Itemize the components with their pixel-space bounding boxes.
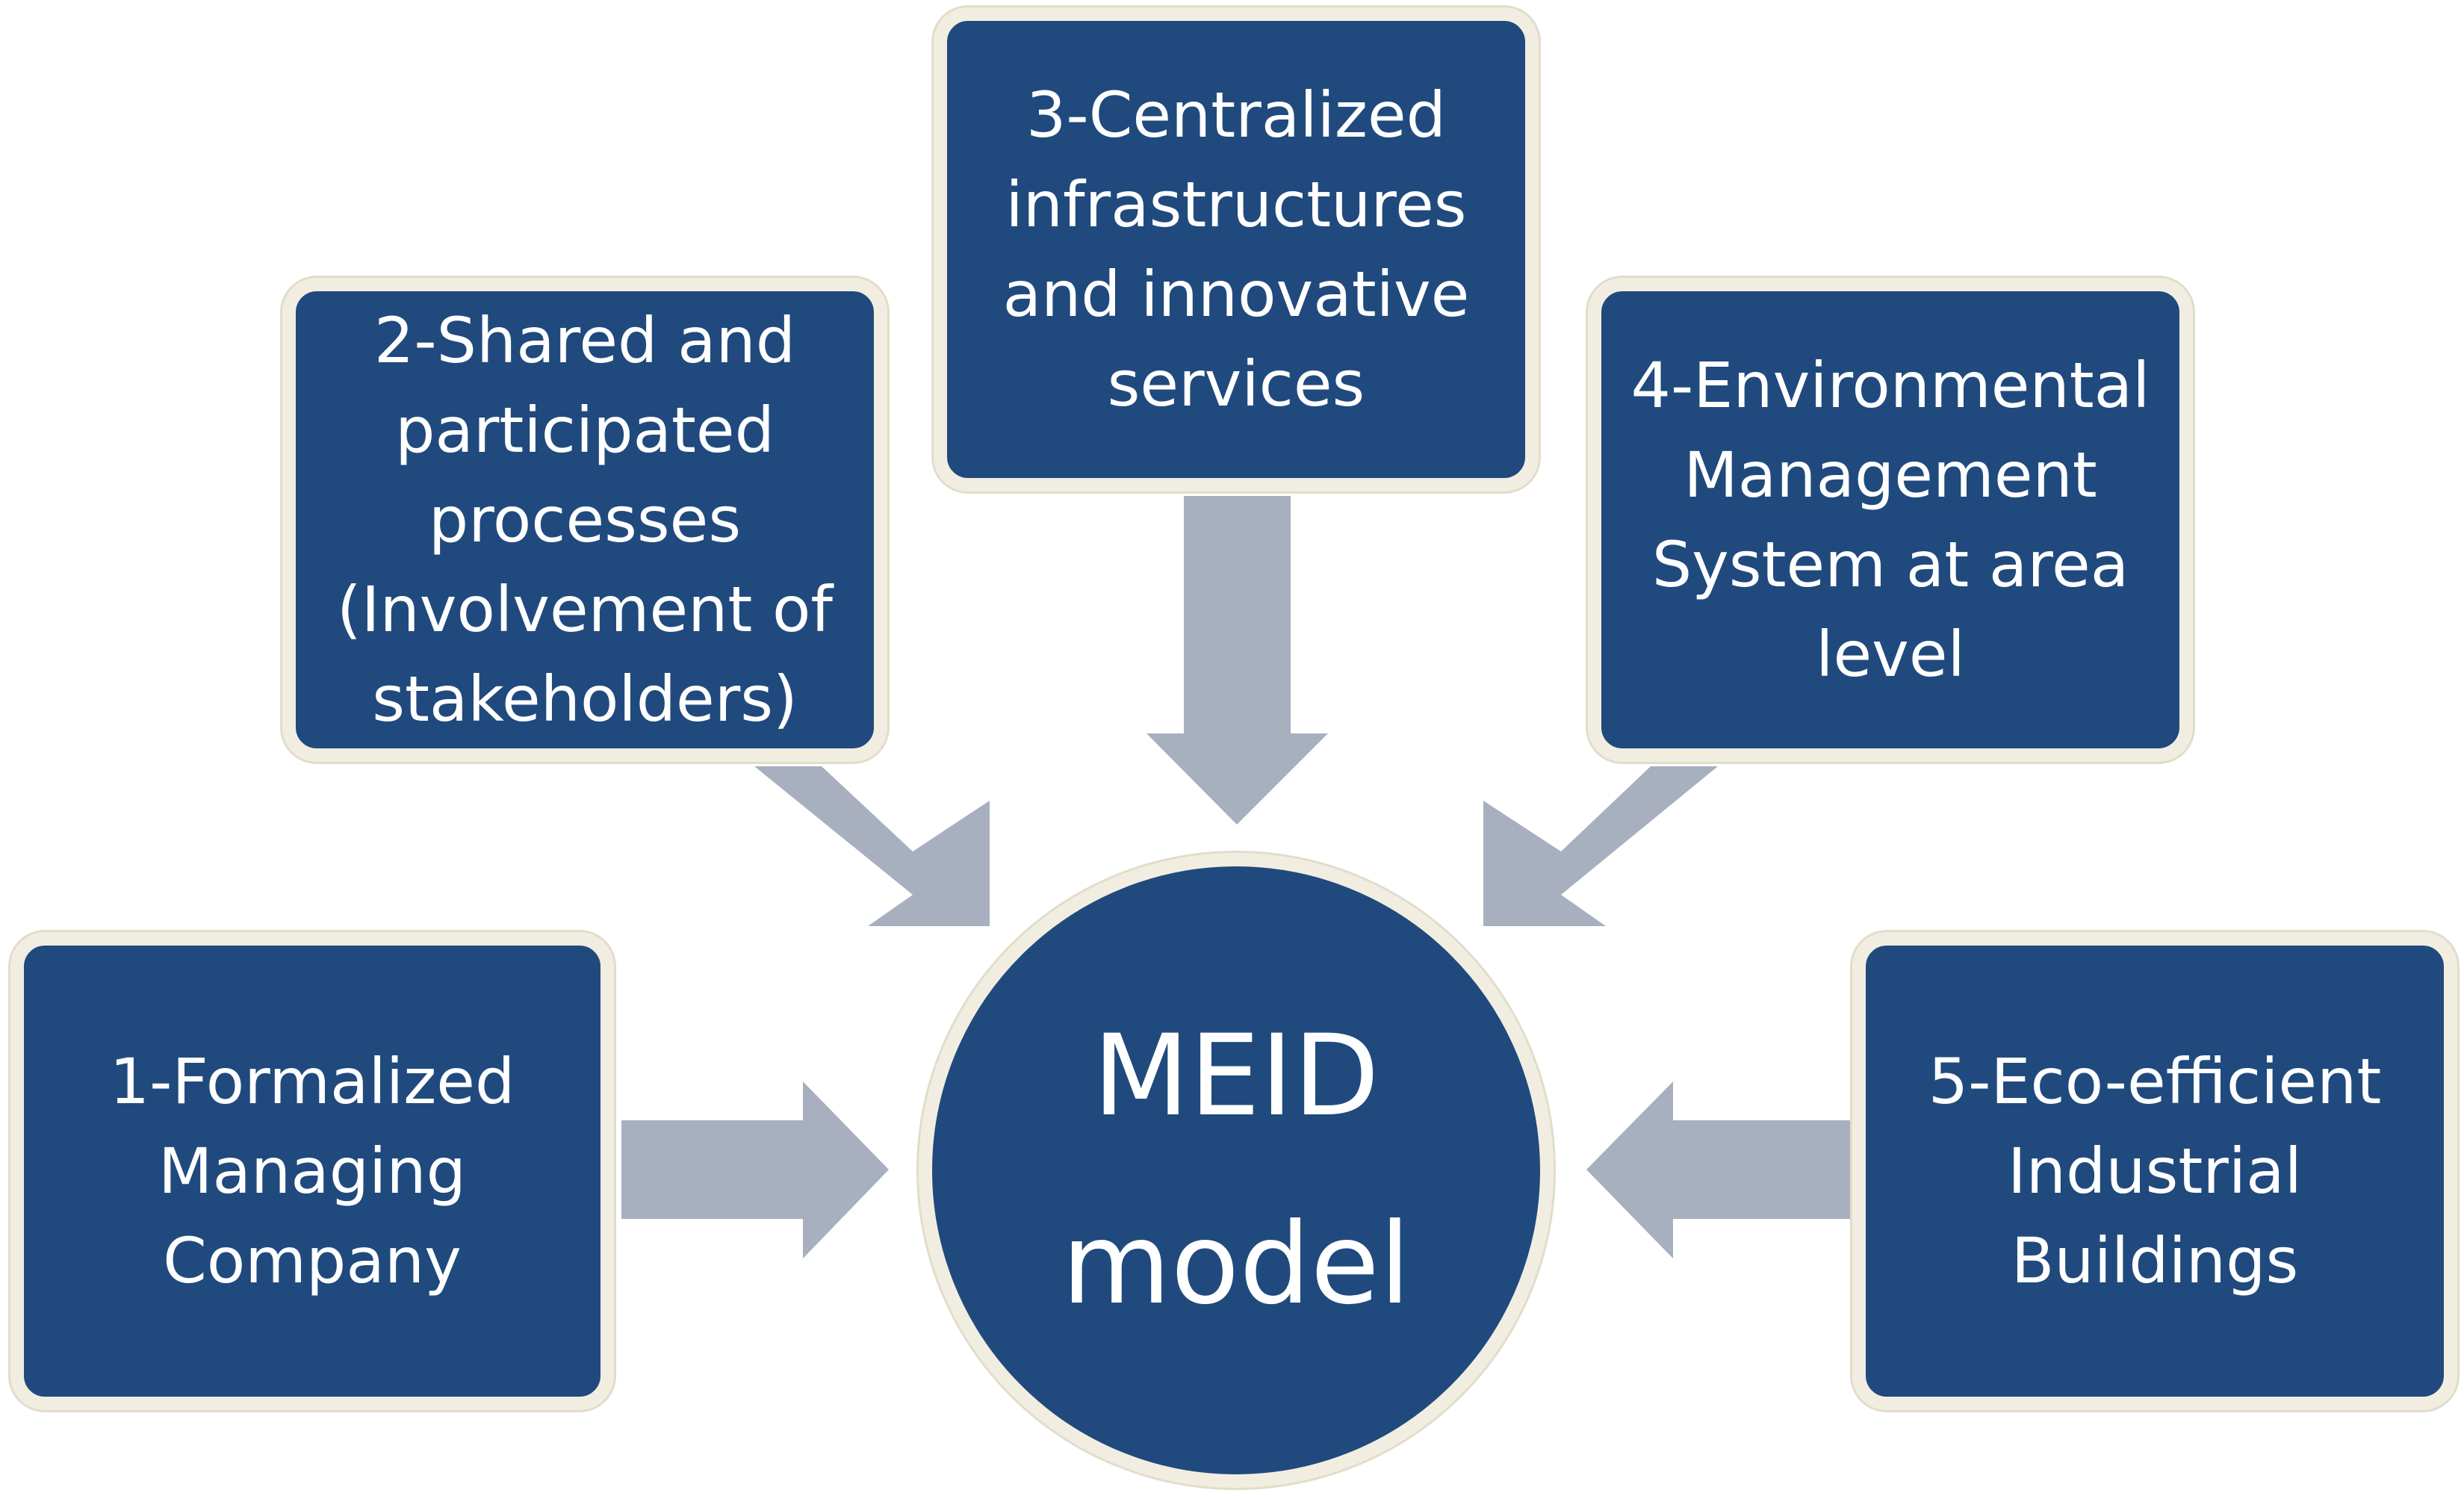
arrow-1-to-center <box>621 1081 889 1258</box>
box-2-label: 2-Shared and participated processes (Inv… <box>337 304 833 736</box>
box-eco-efficient-industrial-buildings: 5-Eco-efficient Industrial Buildings <box>1852 932 2457 1410</box>
center-meid-model: MEID model <box>919 853 1554 1488</box>
box-formalized-managing-company: 1-Formalized Managing Company <box>10 932 614 1410</box>
center-label: MEID model <box>1061 1011 1411 1329</box>
box-4-label: 4-Environmental Management System at are… <box>1630 349 2150 691</box>
box-shared-participated-processes: 2-Shared and participated processes (Inv… <box>282 278 887 762</box>
arrow-5-to-center <box>1586 1081 1854 1258</box>
arrow-2-to-center <box>754 766 990 926</box>
box-3-label: 3-Centralized infrastructures and innova… <box>1002 78 1470 420</box>
arrow-3-to-center <box>1146 496 1328 825</box>
arrow-4-to-center <box>1483 766 1718 926</box>
box-environmental-management-system: 4-Environmental Management System at are… <box>1588 278 2193 762</box>
box-centralized-infrastructures: 3-Centralized infrastructures and innova… <box>934 7 1539 491</box>
box-5-label: 5-Eco-efficient Industrial Buildings <box>1928 1045 2382 1297</box>
box-1-label: 1-Formalized Managing Company <box>109 1045 515 1297</box>
